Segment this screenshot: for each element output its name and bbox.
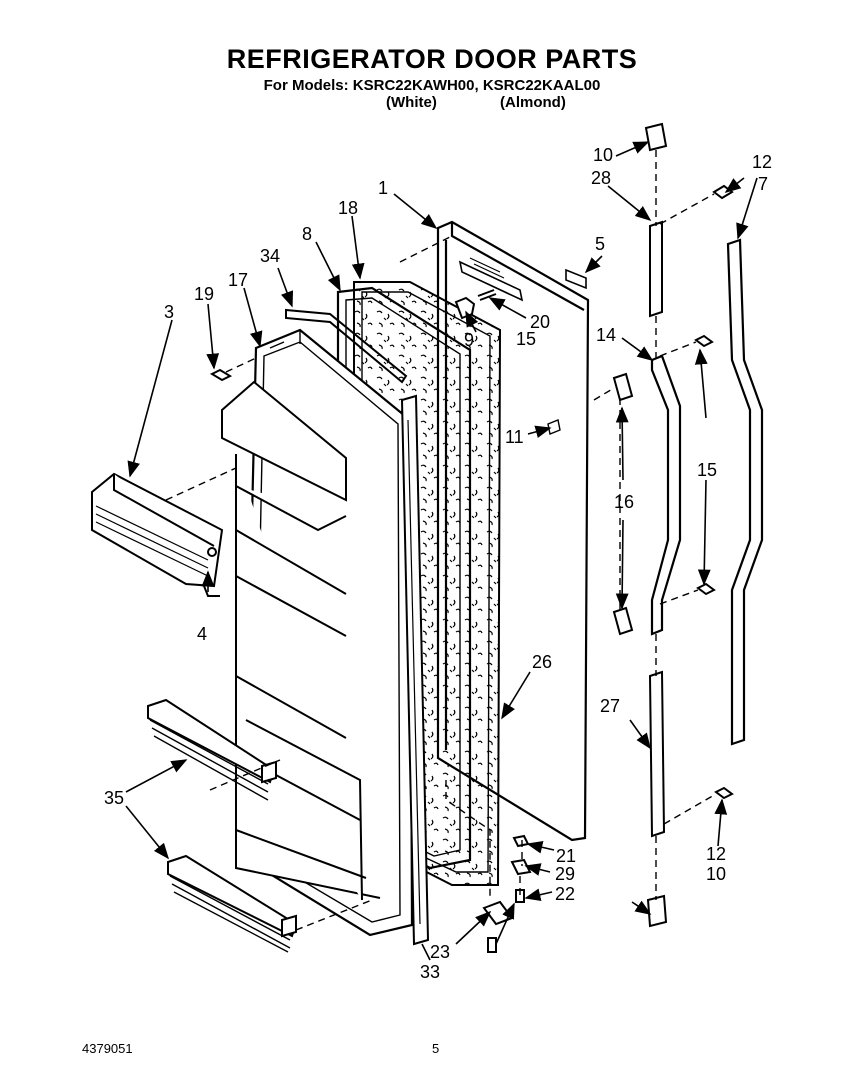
callout-15-top: 15	[516, 329, 536, 349]
callout-19: 19	[194, 284, 214, 304]
callout-23: 23	[430, 942, 450, 962]
callout-9: 9	[464, 330, 474, 350]
door-handle	[650, 354, 682, 636]
callout-35: 35	[104, 788, 124, 808]
callout-21: 21	[556, 846, 576, 866]
callout-5: 5	[595, 234, 605, 254]
screws	[209, 184, 734, 953]
door-bin-upper	[147, 698, 277, 801]
callout-10-bottom: 10	[706, 864, 726, 884]
callout-33: 33	[420, 962, 440, 982]
breaker-strip	[400, 394, 430, 946]
models-line: For Models: KSRC22KAWH00, KSRC22KAAL00	[263, 77, 601, 94]
callout-17: 17	[228, 270, 248, 290]
callout-15-right: 15	[697, 460, 717, 480]
callout-28: 28	[591, 168, 611, 188]
page-title: REFRIGERATOR DOOR PARTS	[226, 44, 638, 74]
callout-8: 8	[302, 224, 312, 244]
callout-4: 4	[197, 624, 207, 644]
callout-20: 20	[530, 312, 550, 332]
callout-12-bottom: 12	[706, 844, 726, 864]
callout-7: 7	[758, 174, 768, 194]
callout-14: 14	[596, 325, 616, 345]
callout-1: 1	[378, 178, 388, 198]
leader-33	[421, 943, 431, 961]
callout-3: 3	[164, 302, 174, 322]
color-label-almond: (Almond)	[500, 94, 566, 111]
hinge-brackets	[612, 220, 666, 838]
document-number: 4379051	[82, 1041, 133, 1056]
callout-labels: 1 3 4 5 7 8 9 10 10 11 12 12 14 15 15 16…	[104, 145, 772, 982]
callout-18: 18	[338, 198, 358, 218]
callout-11: 11	[505, 427, 524, 447]
callout-22: 22	[555, 884, 575, 904]
callout-34: 34	[260, 246, 280, 266]
page-number: 5	[432, 1041, 440, 1056]
dispenser-cover	[91, 472, 224, 597]
callout-27: 27	[600, 696, 620, 716]
door-bin-lower	[167, 854, 298, 953]
alignment-lines	[165, 150, 717, 931]
callout-12-top: 12	[752, 152, 772, 172]
trim-strip	[726, 238, 764, 746]
callout-10-top: 10	[593, 145, 613, 165]
leader-lines	[125, 141, 758, 945]
hinge-caps	[644, 122, 668, 928]
callout-16: 16	[614, 492, 634, 512]
callout-26: 26	[532, 652, 552, 672]
callout-29: 29	[555, 864, 575, 884]
liner-seal	[285, 308, 408, 384]
color-label-white: (White)	[386, 94, 437, 111]
